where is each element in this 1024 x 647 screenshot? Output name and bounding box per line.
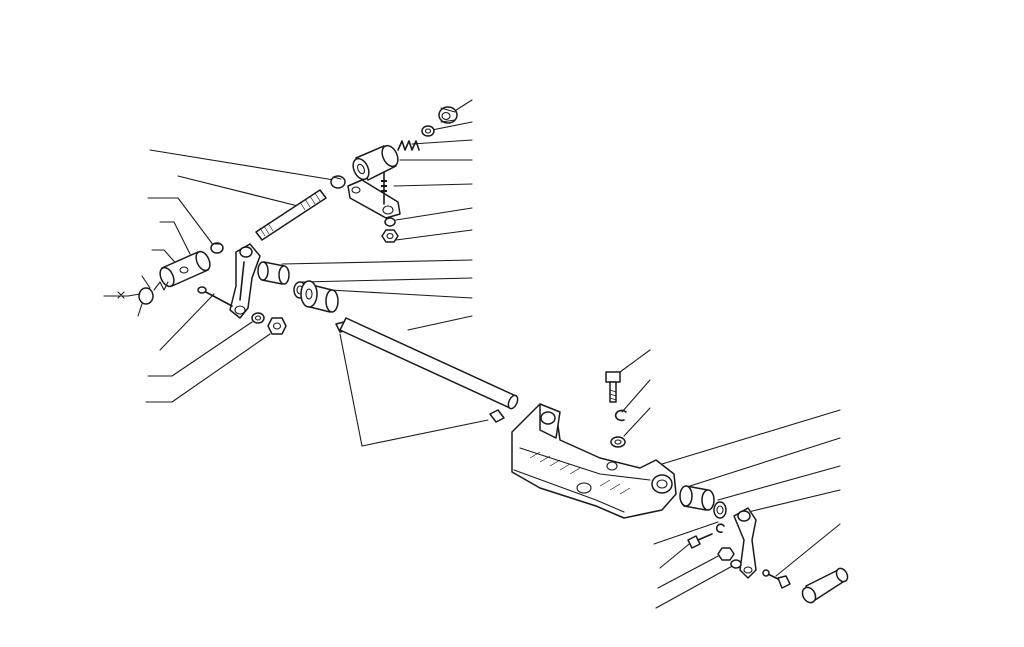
leader-line — [361, 419, 489, 447]
leader-line — [775, 523, 841, 577]
cap-nut — [438, 106, 458, 124]
leader-line — [655, 563, 737, 609]
bushing — [257, 261, 290, 285]
washer — [251, 312, 265, 324]
circlip — [614, 409, 627, 422]
control-lever — [733, 507, 757, 579]
locknut — [610, 436, 626, 448]
leader-line — [717, 465, 841, 501]
leader-line — [141, 275, 151, 289]
leader-lines — [103, 99, 841, 609]
bolt — [197, 286, 233, 307]
locknut — [381, 217, 399, 243]
leader-line — [619, 349, 651, 373]
locknut — [267, 317, 287, 335]
leader-line — [137, 303, 143, 317]
locknut — [730, 559, 742, 569]
leader-line — [281, 259, 473, 265]
bushing — [679, 485, 715, 511]
leader-line — [689, 437, 841, 487]
flanged-bushing — [300, 280, 339, 313]
grip — [801, 567, 849, 604]
threaded-rod — [255, 189, 327, 241]
leader-line — [411, 139, 473, 145]
leader-line — [659, 539, 695, 569]
nut — [330, 175, 346, 189]
split-pin — [117, 287, 154, 305]
leader-line — [159, 221, 191, 255]
ball-joint — [347, 171, 401, 219]
nut — [210, 242, 224, 254]
leader-line — [657, 553, 723, 589]
leader-line — [395, 207, 473, 221]
leader-line — [452, 99, 473, 113]
washer — [713, 501, 727, 519]
leader-line — [147, 197, 215, 247]
support-bracket — [511, 403, 677, 519]
ball-joint — [762, 569, 791, 589]
top-linkage-cluster — [117, 106, 458, 335]
leader-line — [159, 293, 215, 351]
leader-line — [339, 333, 363, 447]
leader-line — [621, 379, 651, 413]
leader-line — [431, 121, 473, 131]
leader-line — [145, 333, 271, 403]
spring — [397, 140, 420, 151]
lever-arm — [229, 243, 261, 319]
nut — [717, 547, 735, 561]
ball-joint — [153, 250, 211, 291]
leader-line — [147, 321, 253, 377]
bolt — [605, 371, 621, 403]
leader-line — [395, 229, 473, 241]
leader-line — [407, 315, 473, 331]
leader-line — [301, 277, 473, 283]
shaft-assembly — [257, 261, 519, 423]
leader-line — [739, 489, 841, 515]
washer — [421, 125, 435, 137]
leader-line — [653, 521, 719, 545]
leader-line — [661, 409, 841, 465]
shift-rod — [339, 317, 519, 410]
leader-line — [393, 183, 473, 187]
leader-line — [177, 175, 299, 207]
leader-line — [149, 149, 335, 181]
circlip — [715, 523, 725, 534]
right-lever-cluster — [679, 485, 849, 604]
sleeve — [352, 144, 399, 181]
key — [489, 409, 505, 423]
leader-line — [623, 407, 651, 437]
bolt — [687, 533, 713, 549]
leader-line — [329, 289, 473, 299]
